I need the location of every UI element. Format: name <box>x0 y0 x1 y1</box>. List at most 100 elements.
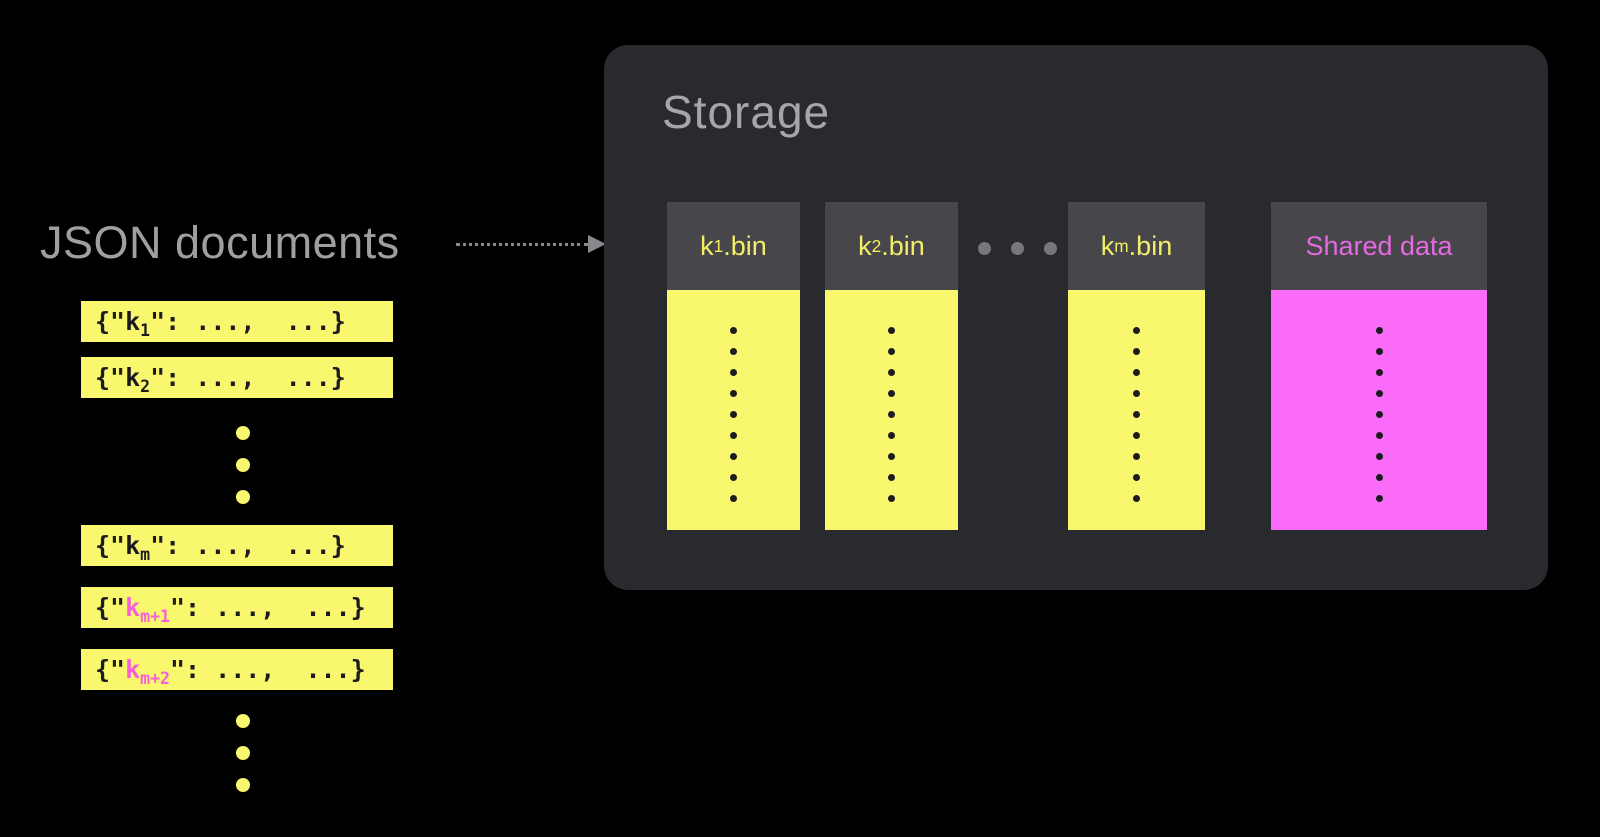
ellipsis-dot <box>1375 327 1383 334</box>
ellipsis-dot <box>1133 348 1140 355</box>
vertical-ellipsis <box>236 426 250 504</box>
ellipsis-dot <box>236 778 250 792</box>
doc-key-subscript: m <box>140 545 151 564</box>
column-ellipsis <box>730 327 737 530</box>
ellipsis-dot <box>730 453 737 460</box>
ellipsis-dot <box>1133 474 1140 481</box>
doc-text-suffix: ": ..., ...} <box>169 593 366 622</box>
ellipsis-dot <box>730 411 737 418</box>
ellipsis-dot <box>1133 495 1140 502</box>
json-documents-title: JSON documents <box>40 217 400 268</box>
ellipsis-dot <box>1133 390 1140 397</box>
arrow-line <box>456 243 588 246</box>
doc-key: k <box>125 531 141 560</box>
arrow-head-icon <box>588 235 606 253</box>
doc-text-prefix: {" <box>95 531 126 560</box>
shared-data-column: Shared data <box>1271 202 1487 530</box>
ellipsis-dot <box>236 714 250 728</box>
ellipsis-dot <box>888 432 895 439</box>
ellipsis-dot <box>1133 432 1140 439</box>
ellipsis-dot <box>888 411 895 418</box>
ellipsis-dot <box>730 348 737 355</box>
vertical-ellipsis <box>236 714 250 792</box>
ellipsis-dot <box>1133 327 1140 334</box>
ellipsis-dot <box>730 495 737 502</box>
ellipsis-dot <box>1375 390 1383 397</box>
bin-body-k1 <box>667 290 800 530</box>
ellipsis-dot <box>730 474 737 481</box>
ellipsis-dot <box>1375 453 1383 460</box>
ellipsis-dot <box>730 390 737 397</box>
ellipsis-dot <box>1375 369 1383 376</box>
ellipsis-dot <box>1375 432 1383 439</box>
ellipsis-dot <box>888 327 895 334</box>
json-doc-row-k2: {"k2": ..., ...} <box>81 357 393 398</box>
doc-key-highlighted: k <box>125 593 141 622</box>
doc-text-prefix: {" <box>95 307 126 336</box>
bin-body-k2 <box>825 290 958 530</box>
bin-extension: .bin <box>723 230 767 261</box>
ellipsis-dot <box>1133 411 1140 418</box>
column-ellipsis <box>888 327 895 530</box>
doc-text-prefix: {" <box>95 363 126 392</box>
ellipsis-dot <box>236 746 250 760</box>
doc-text-suffix: ": ..., ...} <box>150 363 346 392</box>
ellipsis-dot <box>888 474 895 481</box>
shared-data-body <box>1271 290 1487 530</box>
ellipsis-dot <box>730 432 737 439</box>
json-doc-row-km: {"km": ..., ...} <box>81 525 393 566</box>
ellipsis-dot <box>888 348 895 355</box>
ellipsis-dot <box>1044 242 1057 255</box>
doc-text-suffix: ": ..., ...} <box>150 531 346 560</box>
doc-key-subscript: 1 <box>140 321 151 340</box>
ellipsis-dot <box>888 390 895 397</box>
bin-extension: .bin <box>881 230 925 261</box>
ellipsis-dot <box>888 369 895 376</box>
ellipsis-dot <box>888 453 895 460</box>
doc-text-prefix: {" <box>95 593 126 622</box>
ellipsis-dot <box>730 327 737 334</box>
horizontal-ellipsis <box>978 242 1057 255</box>
ellipsis-dot <box>236 458 250 472</box>
ellipsis-dot <box>978 242 991 255</box>
ellipsis-dot <box>1133 453 1140 460</box>
ellipsis-dot <box>1133 369 1140 376</box>
doc-key-subscript: 2 <box>140 377 151 396</box>
column-ellipsis <box>1375 327 1383 530</box>
json-doc-row-km1: {"km+1": ..., ...} <box>81 587 393 628</box>
ellipsis-dot <box>236 426 250 440</box>
ellipsis-dot <box>1375 348 1383 355</box>
doc-key-subscript-highlighted: m+1 <box>140 607 170 626</box>
bin-key: k <box>1100 230 1115 261</box>
ellipsis-dot <box>1375 474 1383 481</box>
json-doc-row-km2: {"km+2": ..., ...} <box>81 649 393 690</box>
doc-key: k <box>125 363 141 392</box>
ellipsis-dot <box>888 495 895 502</box>
ellipsis-dot <box>1011 242 1024 255</box>
doc-text-suffix: ": ..., ...} <box>169 655 366 684</box>
ellipsis-dot <box>1375 411 1383 418</box>
bin-body-km <box>1068 290 1205 530</box>
json-doc-row-k1: {"k1": ..., ...} <box>81 301 393 342</box>
shared-data-label: Shared data <box>1305 230 1453 261</box>
shared-data-header: Shared data <box>1271 202 1487 290</box>
doc-text-prefix: {" <box>95 655 126 684</box>
ellipsis-dot <box>730 369 737 376</box>
storage-title: Storage <box>662 86 831 138</box>
bin-key: k <box>858 230 872 261</box>
ellipsis-dot <box>1375 495 1383 502</box>
doc-key-highlighted: k <box>125 655 141 684</box>
column-ellipsis <box>1133 327 1140 530</box>
bin-extension: .bin <box>1128 230 1173 261</box>
doc-key: k <box>125 307 141 336</box>
ellipsis-dot <box>236 490 250 504</box>
doc-text-suffix: ": ..., ...} <box>150 307 346 336</box>
